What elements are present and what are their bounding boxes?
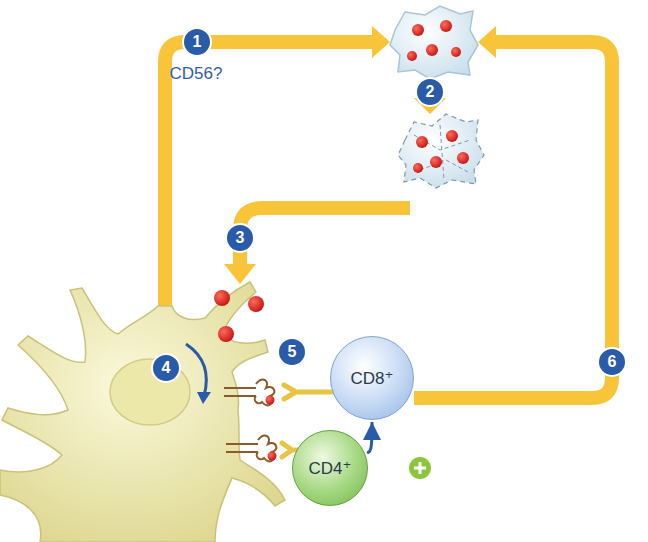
cell-label: CD4⁺ — [309, 458, 352, 479]
annotation-text: CD56? — [170, 64, 223, 84]
cycle-arrow — [240, 208, 410, 266]
cycle-arrow — [165, 42, 374, 312]
help-arrow — [367, 422, 372, 453]
cd8-t-cell: CD8⁺ — [330, 336, 414, 420]
peptide — [266, 396, 275, 405]
arrowhead — [372, 26, 390, 58]
cycle-arrow — [414, 42, 612, 398]
callout-number: 6 — [597, 347, 627, 377]
cell-label: CD8⁺ — [351, 368, 394, 389]
callout-number: 4 — [151, 353, 181, 383]
arrowhead — [224, 264, 256, 284]
mhc-molecules — [224, 380, 276, 462]
callout-number: 1 — [182, 27, 212, 57]
callout-number: 5 — [277, 337, 307, 367]
peptide — [268, 452, 277, 461]
callout-number: 3 — [225, 223, 255, 253]
tumor-cell — [390, 6, 478, 79]
cd4-t-cell: CD4⁺ — [292, 430, 368, 506]
help-sign — [409, 457, 431, 479]
lysed-tumor-cell — [398, 114, 484, 188]
arrowhead — [478, 26, 496, 58]
dendritic-cell — [0, 282, 285, 542]
tumor-antigens — [214, 290, 264, 342]
callout-number: 2 — [415, 77, 445, 107]
